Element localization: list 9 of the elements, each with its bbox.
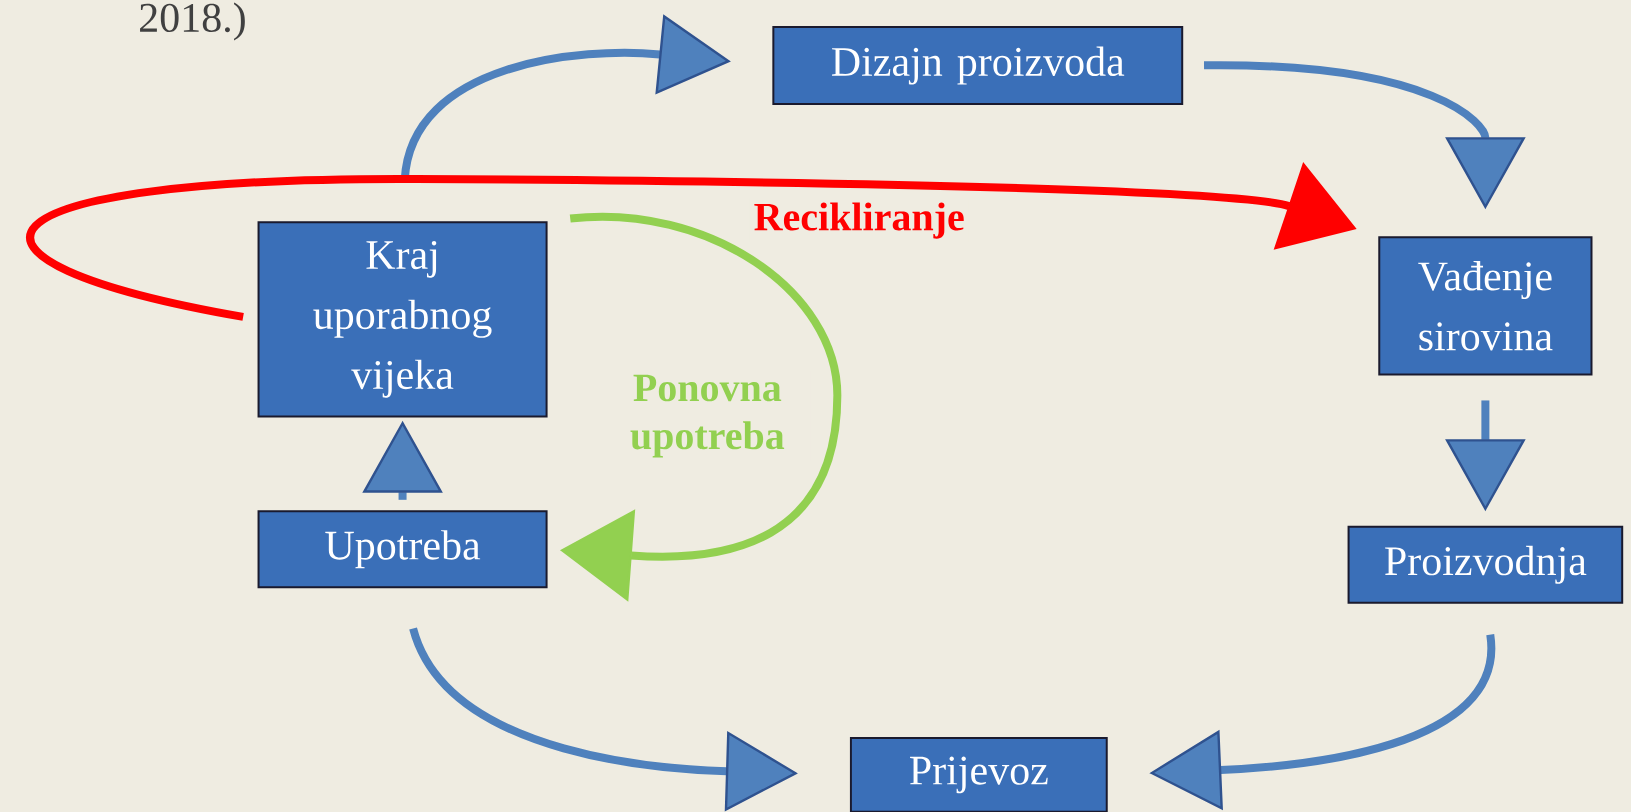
process-box: Dizajn proizvoda (772, 25, 1184, 105)
process-box: Kraj uporabnog vijeka (257, 220, 548, 418)
process-box: Proizvodnja (1347, 525, 1624, 604)
edge-label: Recikliranje (749, 198, 969, 243)
process-box: Upotreba (257, 510, 548, 589)
edge-label: Ponovna upotreba (604, 370, 811, 462)
process-box: Prijevoz (849, 736, 1108, 812)
note-text: 2018.) (140, 2, 245, 41)
process-box: Vađenje sirovina (1378, 236, 1593, 376)
